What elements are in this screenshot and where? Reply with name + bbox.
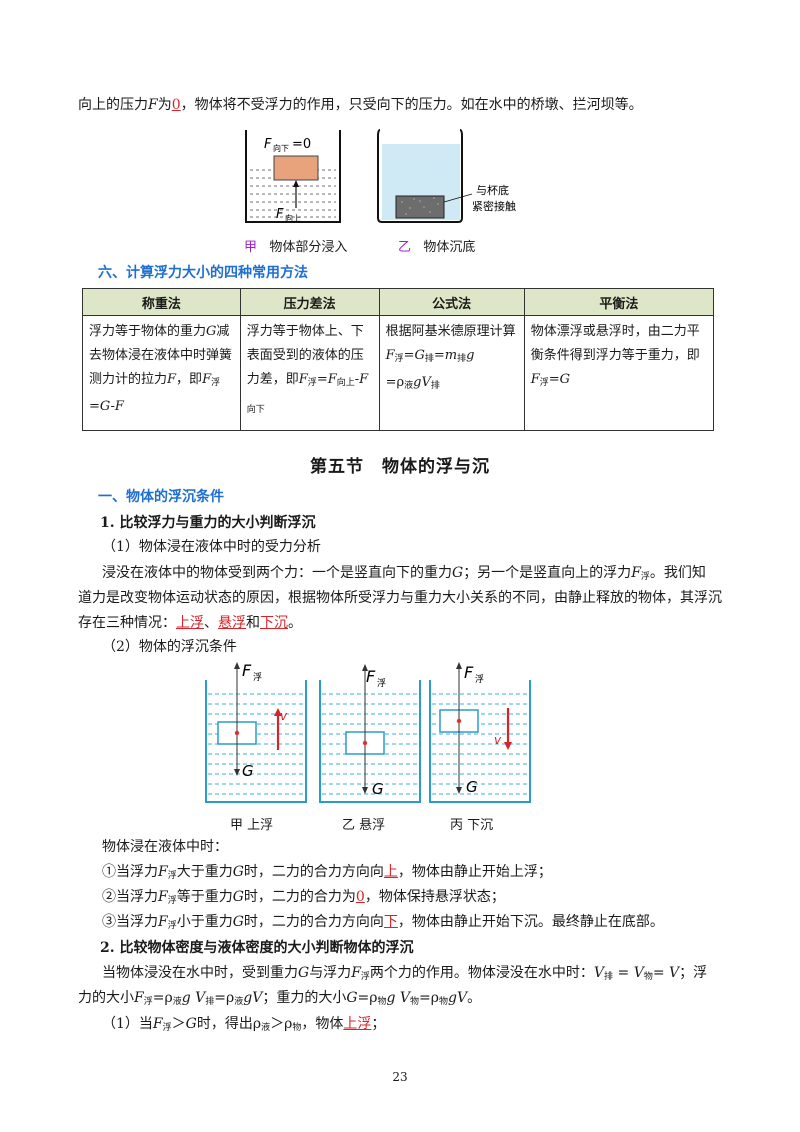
fig1-caption-b: 乙 物体沉底: [398, 240, 476, 255]
table-row: 浮力等于物体的重力G减去物体浸在液体中时弹簧测力计的拉力F，即F浮=G-F 浮力…: [82, 315, 715, 431]
table-header: 称重法: [82, 288, 241, 316]
paragraph-line: 浸没在液体中的物体受到两个力：一个是竖直向下的重力G；另一个是竖直向上的浮力F浮…: [102, 565, 706, 582]
svg-text:浮: 浮: [475, 673, 484, 685]
svg-text:v: v: [494, 733, 502, 747]
beaker-b: 与杯底 紧密接触: [377, 129, 516, 223]
table-header-row: 称重法 压力差法 公式法 平衡法: [82, 288, 715, 316]
svg-text:F: F: [264, 137, 272, 152]
beaker-a: F 向下 =0 F 向上: [245, 130, 341, 223]
answer-suspend: 悬浮: [218, 615, 246, 631]
container-suspend: F 浮 G: [345, 664, 386, 798]
paragraph-line: 当物体浸没在水中时，受到重力G与浮力F浮两个力的作用。物体浸没在水中时：V排 =…: [102, 965, 708, 982]
page-number: 23: [392, 1070, 408, 1084]
sub-heading-1: 1. 比较浮力与重力的大小判断浮沉: [100, 515, 316, 531]
svg-text:G: G: [466, 778, 478, 796]
intro-line: 向上的压力F为0，物体将不受浮力的作用，只受向下的压力。如在水中的桥墩、拦河坝等…: [78, 97, 643, 113]
container-sink: v F 浮 G: [439, 662, 512, 796]
subsection-label: （1）物体浸在液体中时的受力分析: [102, 539, 321, 555]
svg-text:v: v: [280, 709, 288, 723]
svg-text:=0: =0: [292, 137, 311, 152]
condition-line-2: ②当浮力F浮等于重力G时，二力的合力为0，物体保持悬浮状态；: [102, 889, 505, 906]
answer-zero: 0: [171, 97, 181, 113]
section-heading-methods: 六、计算浮力大小的四种常用方法: [98, 265, 308, 281]
fig2-caption-suspend: 乙 悬浮: [342, 818, 386, 833]
container-rise: v F 浮 G: [217, 661, 288, 780]
paragraph-line: （1）当F浮＞G时，得出ρ液＞ρ物，物体上浮；: [102, 1016, 386, 1033]
fig2-caption-sink: 丙 下沉: [450, 818, 494, 833]
svg-text:F: F: [366, 667, 376, 686]
answer-down: 下: [383, 914, 398, 930]
part-heading: 一、物体的浮沉条件: [98, 489, 224, 505]
float-sink-figure: v F 浮 G F 浮 G v F 浮 G: [205, 661, 531, 803]
svg-text:浮: 浮: [377, 677, 386, 689]
svg-text:向下: 向下: [273, 143, 289, 153]
svg-text:F: F: [242, 661, 252, 680]
svg-text:紧密接触: 紧密接触: [472, 199, 516, 213]
fig2-caption-rise: 甲 上浮: [230, 818, 274, 833]
table-cell-balance: 物体漂浮或悬浮时，由二力平衡条件得到浮力等于重力，即F浮=G: [523, 315, 715, 431]
table-header: 平衡法: [523, 288, 715, 316]
table-cell-formula: 根据阿基米德原理计算F浮=G排=m排g=ρ液gV排: [378, 315, 525, 431]
table-header: 压力差法: [239, 288, 380, 316]
conditions-intro: 物体浸在液体中时：: [102, 839, 228, 855]
paragraph-line: 力的大小F浮=ρ液g V排=ρ液gV；重力的大小G=ρ物g V物=ρ物gV。: [78, 990, 482, 1007]
svg-text:浮: 浮: [253, 671, 262, 683]
answer-up: 上: [383, 864, 398, 880]
fig1-caption-a: 甲 物体部分浸入: [244, 240, 348, 255]
answer-float-up: 上浮: [343, 1016, 372, 1032]
paragraph-line: 道力是改变物体运动状态的原因，根据物体所受浮力与重力大小关系的不同，由静止释放的…: [78, 590, 722, 606]
svg-text:与杯底: 与杯底: [476, 183, 509, 197]
partially-immersed-block: [273, 155, 319, 181]
answer-zero-net: 0: [355, 889, 365, 905]
sunk-block: [395, 195, 445, 219]
condition-line-3: ③当浮力F浮小于重力G时，二力的合力方向向下，物体由静止开始下沉。最终静止在底部…: [102, 914, 664, 931]
table-cell-weighing: 浮力等于物体的重力G减去物体浸在液体中时弹簧测力计的拉力F，即F浮=G-F: [82, 315, 241, 431]
svg-text:G: G: [242, 762, 254, 780]
condition-line-1: ①当浮力F浮大于重力G时，二力的合力方向向上，物体由静止开始上浮；: [102, 864, 552, 881]
svg-text:F: F: [464, 663, 474, 682]
containers: [205, 680, 531, 803]
beaker-figure: F 向下 =0 F 向上 与杯底 紧密接触: [245, 129, 516, 223]
answer-rise: 上浮: [176, 615, 204, 631]
table-cell-pressure-difference: 浮力等于物体上、下表面受到的液体的压力差，即F浮=F向上-F向下: [239, 315, 380, 431]
table-header: 公式法: [378, 288, 525, 316]
methods-table: 称重法 压力差法 公式法 平衡法 浮力等于物体的重力G减去物体浸在液体中时弹簧测…: [82, 288, 715, 431]
svg-text:G: G: [372, 780, 384, 798]
answer-sink: 下沉: [260, 615, 288, 631]
svg-text:向上: 向上: [285, 213, 301, 223]
svg-text:F: F: [276, 207, 284, 222]
sub-heading-2: 2. 比较物体密度与液体密度的大小判断物体的浮沉: [100, 940, 414, 956]
subsection-label: （2）物体的浮沉条件: [102, 639, 237, 655]
paragraph-line: 存在三种情况：上浮、悬浮和下沉。: [78, 615, 302, 631]
section-title: 第五节 物体的浮与沉: [310, 457, 490, 477]
